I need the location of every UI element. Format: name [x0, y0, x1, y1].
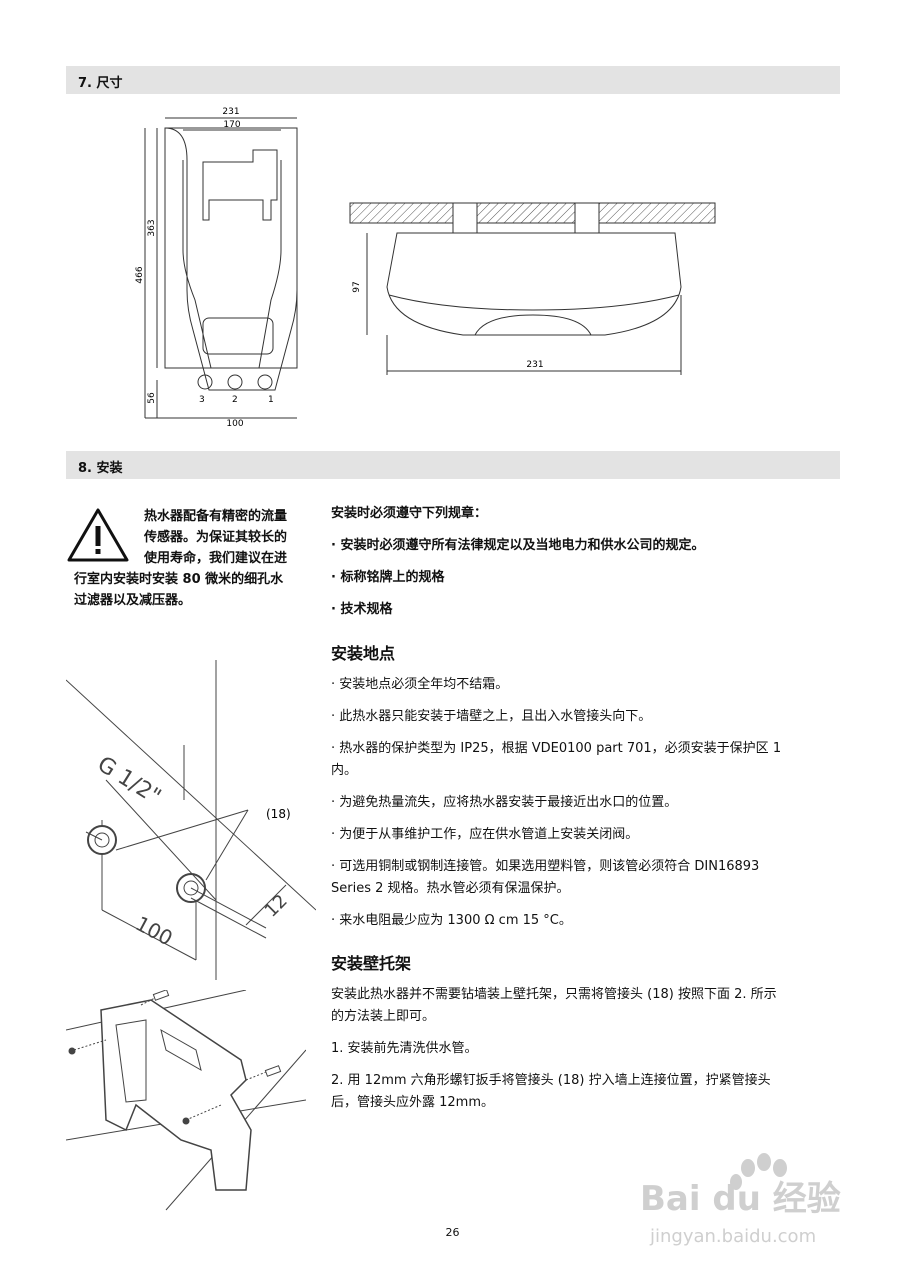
pipe-connection-illustration: G 1/2" (18) 100 12	[66, 660, 316, 980]
port-3-label: 3	[199, 395, 205, 405]
location-item: · 此热水器只能安装于墙壁之上，且出入水管接头向下。	[331, 709, 652, 724]
location-item: · 为避免热量流失，应将热水器安装于最接近出水口的位置。	[331, 795, 678, 810]
side-dimension-drawing: 97 231	[349, 202, 716, 375]
bracket-intro: 安装此热水器并不需要钻墙装上壁托架，只需将管接头 (18) 按照下面 2. 所示…	[331, 987, 777, 1024]
rule-item-3: · 技术规格	[331, 602, 393, 617]
warning-triangle-icon	[67, 508, 129, 562]
port-2-label: 2	[232, 395, 238, 405]
rule-item-2: · 标称铭牌上的规格	[331, 570, 445, 585]
warning-line-1: 热水器配备有精密的流量	[144, 509, 288, 524]
dim-100-label: 100	[132, 911, 177, 950]
section-8-header: 8. 安装	[66, 451, 840, 479]
dim-12-label: 12	[261, 890, 292, 921]
dim-466: 466	[135, 266, 145, 283]
wall-bracket-illustration	[66, 990, 306, 1211]
baidu-watermark: Bai du 经验 jingyan.baidu.com	[640, 1140, 860, 1260]
warning-line-4: 行室内安装时安装 80 微米的细孔水	[74, 572, 284, 587]
section-8-title: 8. 安装	[78, 461, 123, 476]
location-item: · 来水电阻最少应为 1300 Ω cm 15 °C。	[331, 913, 572, 928]
dim-231-side: 231	[526, 360, 543, 370]
section-7-header: 7. 尺寸	[66, 66, 840, 94]
dim-100: 100	[226, 419, 243, 429]
dim-363: 363	[147, 219, 157, 236]
rule-item-1: · 安装时必须遵守所有法律规定以及当地电力和供水公司的规定。	[331, 538, 705, 553]
page-number: 26	[445, 1226, 460, 1239]
bracket-step: 2. 用 12mm 六角形螺钉扳手将管接头 (18) 拧入墙上连接位置，拧紧管接…	[331, 1073, 771, 1110]
rules-heading: 安装时必须遵守下列规章：	[331, 506, 488, 521]
paw-logo-icon: Bai du 经验 jingyan.baidu.com	[640, 1153, 841, 1247]
location-heading: 安装地点	[331, 644, 396, 663]
warning-line-2: 传感器。为保证其较长的	[144, 530, 288, 545]
location-item: · 为便于从事维护工作，应在供水管道上安装关闭阀。	[331, 827, 639, 842]
section-7-title: 7. 尺寸	[78, 76, 123, 91]
front-dimension-drawing: 231 170 466 363 56 100 3 2 1	[135, 107, 298, 429]
watermark-line-2: jingyan.baidu.com	[649, 1226, 816, 1247]
dim-231: 231	[222, 107, 239, 117]
dim-170: 170	[223, 120, 240, 130]
bracket-step: 1. 安装前先清洗供水管。	[331, 1041, 478, 1056]
watermark-line-1: Bai du 经验	[640, 1179, 841, 1219]
warning-line-3: 使用寿命，我们建议在进	[144, 551, 288, 566]
dim-56: 56	[147, 392, 157, 404]
bracket-heading: 安装壁托架	[331, 954, 412, 973]
location-item: · 可选用铜制或钢制连接管。如果选用塑料管，则该管必须符合 DIN16893 S…	[331, 859, 760, 896]
location-item: · 热水器的保护类型为 IP25，根据 VDE0100 part 701，必须安…	[331, 741, 782, 778]
callout-18: (18)	[266, 807, 291, 821]
dim-97: 97	[352, 281, 362, 292]
location-item: · 安装地点必须全年均不结霜。	[331, 677, 509, 692]
warning-line-5: 过滤器以及减压器。	[74, 593, 192, 608]
port-1-label: 1	[268, 395, 274, 405]
